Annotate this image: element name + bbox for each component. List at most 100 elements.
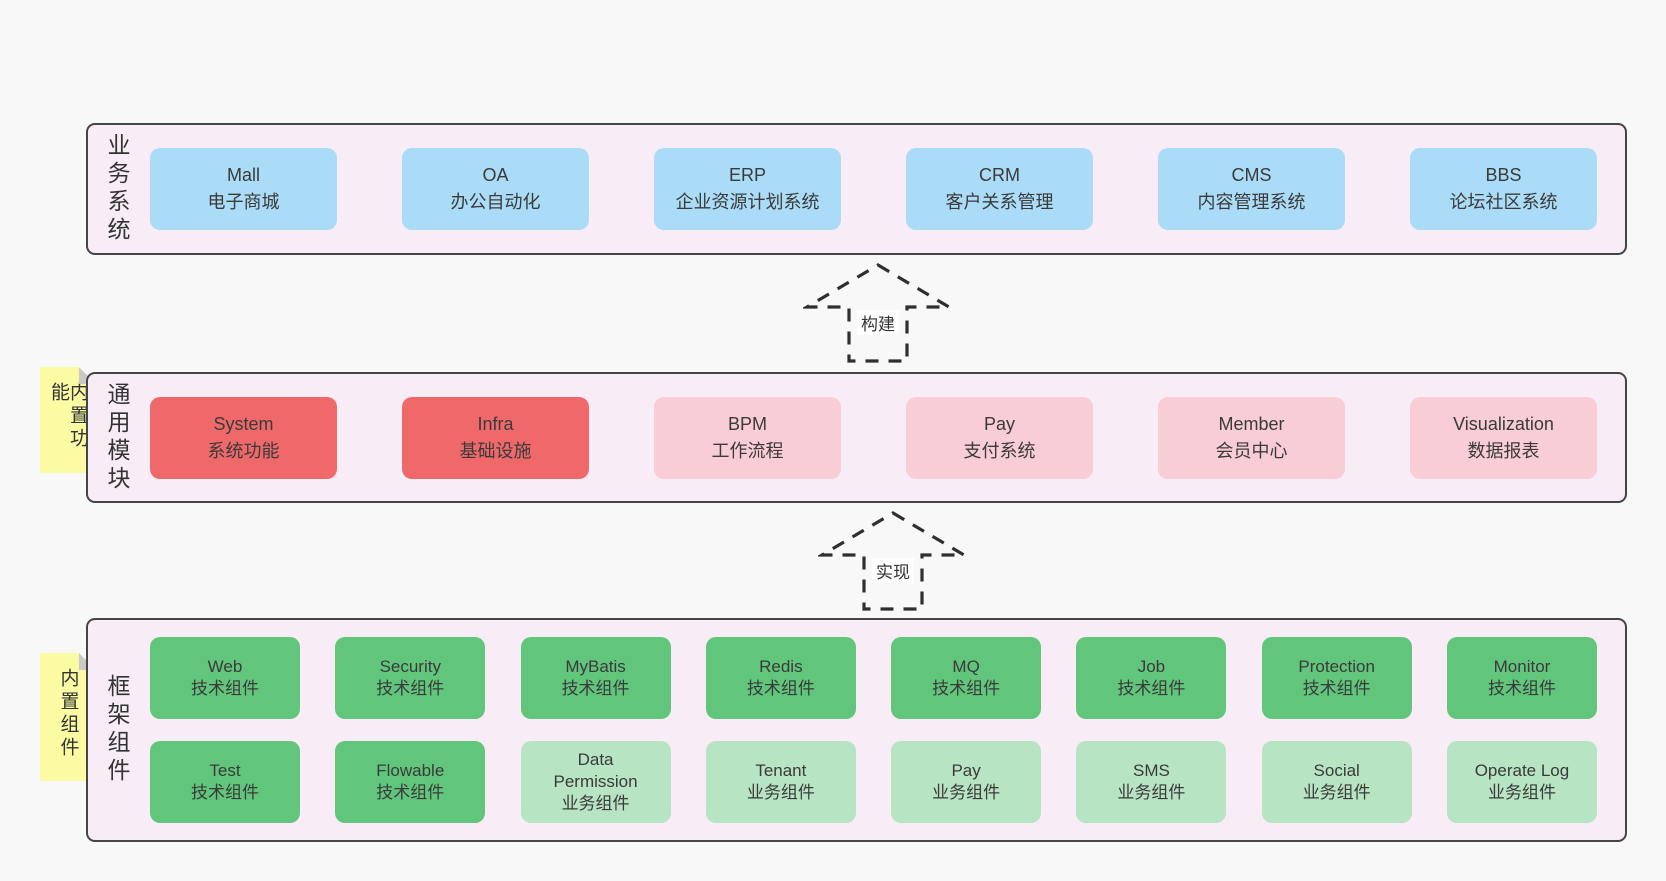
- box-subtitle: 技术组件: [191, 783, 259, 802]
- box-title: Flowable: [376, 760, 445, 780]
- box-subtitle: 技术组件: [746, 679, 815, 698]
- box-row: Mall 电子商城 OA 办公自动化 ERP 企业资源计划系统 CRM 客户关系…: [128, 148, 1625, 230]
- sticky-note-label: 内置功能: [48, 382, 88, 451]
- box-subtitle: 系统功能: [207, 440, 280, 461]
- box-erp: ERP 企业资源计划系统: [654, 148, 841, 230]
- box-mybatis: MyBatis 技术组件: [520, 637, 671, 719]
- box-title: Social: [1313, 760, 1360, 780]
- box-title: Member: [1218, 413, 1285, 434]
- box-subtitle: 技术组件: [376, 679, 445, 698]
- box-title: MyBatis: [565, 656, 626, 676]
- box-member: Member 会员中心: [1158, 396, 1345, 479]
- section-framework-components: 框架组件 Web 技术组件 Security 技术组件 MyBatis 技术组件…: [86, 618, 1627, 842]
- box-subtitle: 客户关系管理: [945, 192, 1054, 212]
- box-flowable: Flowable 技术组件: [335, 741, 486, 823]
- box-title: MQ: [952, 656, 980, 676]
- box-subtitle: 业务组件: [561, 794, 630, 814]
- box-subtitle: 工作流程: [711, 440, 784, 461]
- box-subtitle: 支付系统: [963, 440, 1036, 461]
- box-operate-log: Operate Log 业务组件: [1446, 741, 1597, 823]
- section-label: 业务系统: [104, 133, 130, 245]
- box-subtitle: 技术组件: [561, 679, 630, 698]
- box-crm: CRM 客户关系管理: [906, 148, 1093, 230]
- section-business-systems: 业务系统 Mall 电子商城 OA 办公自动化 ERP 企业资源计划系统 CRM…: [86, 123, 1627, 255]
- arrow-label: 实现: [872, 558, 914, 583]
- box-title: Security: [379, 656, 441, 676]
- box-system: System 系统功能: [150, 396, 337, 479]
- box-title: ERP: [728, 165, 766, 185]
- box-oa: OA 办公自动化: [402, 148, 589, 230]
- box-subtitle: 业务组件: [1487, 783, 1556, 802]
- dashed-up-arrow-icon: [803, 263, 953, 363]
- box-monitor: Monitor 技术组件: [1446, 637, 1597, 719]
- box-title: Pay: [951, 760, 981, 780]
- dashed-up-arrow-icon: [818, 511, 968, 611]
- box-subtitle: 技术组件: [1487, 679, 1556, 698]
- box-data-permission: Data Permission 业务组件: [520, 741, 671, 823]
- box-title: System: [213, 413, 274, 434]
- box-title: Pay: [983, 413, 1016, 434]
- box-subtitle: 业务组件: [746, 783, 815, 802]
- box-subtitle: 办公自动化: [450, 192, 541, 212]
- box-subtitle: 内容管理系统: [1197, 192, 1306, 212]
- box-social: Social 业务组件: [1261, 741, 1412, 823]
- box-grid: Web 技术组件 Security 技术组件 MyBatis 技术组件 Redi…: [128, 637, 1625, 823]
- box-title: Data Permission: [553, 749, 638, 791]
- box-visualization: Visualization 数据报表: [1410, 396, 1597, 479]
- box-title: CMS: [1231, 165, 1272, 185]
- box-test: Test 技术组件: [150, 741, 300, 823]
- section-label: 框架组件: [104, 674, 130, 786]
- box-mall: Mall 电子商城: [150, 148, 337, 230]
- box-subtitle: 电子商城: [207, 192, 280, 212]
- sticky-note-label: 内置组件: [57, 668, 79, 760]
- box-subtitle: 技术组件: [1117, 679, 1186, 698]
- box-subtitle: 会员中心: [1215, 440, 1288, 461]
- box-infra: Infra 基础设施: [402, 396, 589, 479]
- box-bbs: BBS 论坛社区系统: [1410, 148, 1597, 230]
- section-common-modules: 通用模块 System 系统功能 Infra 基础设施 BPM 工作流程 Pay…: [86, 372, 1627, 503]
- box-title: Job: [1137, 656, 1166, 676]
- box-title: CRM: [979, 165, 1020, 185]
- box-subtitle: 基础设施: [459, 440, 532, 461]
- box-protection: Protection 技术组件: [1261, 637, 1412, 719]
- box-cms: CMS 内容管理系统: [1158, 148, 1345, 230]
- box-title: Web: [207, 656, 243, 676]
- box-title: Visualization: [1453, 413, 1554, 434]
- box-title: Infra: [477, 413, 514, 434]
- box-title: Mall: [226, 165, 260, 185]
- box-sms: SMS 业务组件: [1076, 741, 1227, 823]
- box-subtitle: 业务组件: [1302, 783, 1371, 802]
- box-title: BPM: [727, 413, 767, 434]
- box-web: Web 技术组件: [150, 637, 300, 719]
- box-title: OA: [482, 165, 509, 185]
- box-subtitle: 技术组件: [932, 679, 1001, 698]
- box-title: BBS: [1485, 165, 1522, 185]
- box-subtitle: 技术组件: [376, 783, 445, 802]
- section-label: 通用模块: [104, 381, 130, 494]
- box-title: Redis: [759, 656, 803, 676]
- box-title: Operate Log: [1474, 760, 1570, 780]
- box-subtitle: 业务组件: [932, 783, 1001, 802]
- box-subtitle: 论坛社区系统: [1449, 192, 1558, 212]
- box-subtitle: 技术组件: [191, 679, 259, 698]
- box-redis: Redis 技术组件: [705, 637, 856, 719]
- box-title: Tenant: [755, 760, 807, 780]
- box-title: Protection: [1298, 656, 1375, 676]
- box-subtitle: 企业资源计划系统: [675, 192, 820, 212]
- box-subtitle: 业务组件: [1117, 783, 1186, 802]
- box-security: Security 技术组件: [335, 637, 486, 719]
- box-title: Test: [209, 760, 241, 780]
- box-bpm: BPM 工作流程: [654, 396, 841, 479]
- box-title: Monitor: [1493, 656, 1551, 676]
- box-pay-module: Pay 支付系统: [906, 396, 1093, 479]
- up-arrow-implement: 实现: [818, 510, 968, 613]
- box-subtitle: 技术组件: [1302, 679, 1371, 698]
- box-mq: MQ 技术组件: [891, 637, 1042, 719]
- box-pay-component: Pay 业务组件: [891, 741, 1042, 823]
- arrow-label: 构建: [857, 310, 899, 335]
- box-row: System 系统功能 Infra 基础设施 BPM 工作流程 Pay 支付系统…: [128, 396, 1625, 479]
- box-job: Job 技术组件: [1076, 637, 1227, 719]
- box-title: SMS: [1132, 760, 1170, 780]
- box-tenant: Tenant 业务组件: [705, 741, 856, 823]
